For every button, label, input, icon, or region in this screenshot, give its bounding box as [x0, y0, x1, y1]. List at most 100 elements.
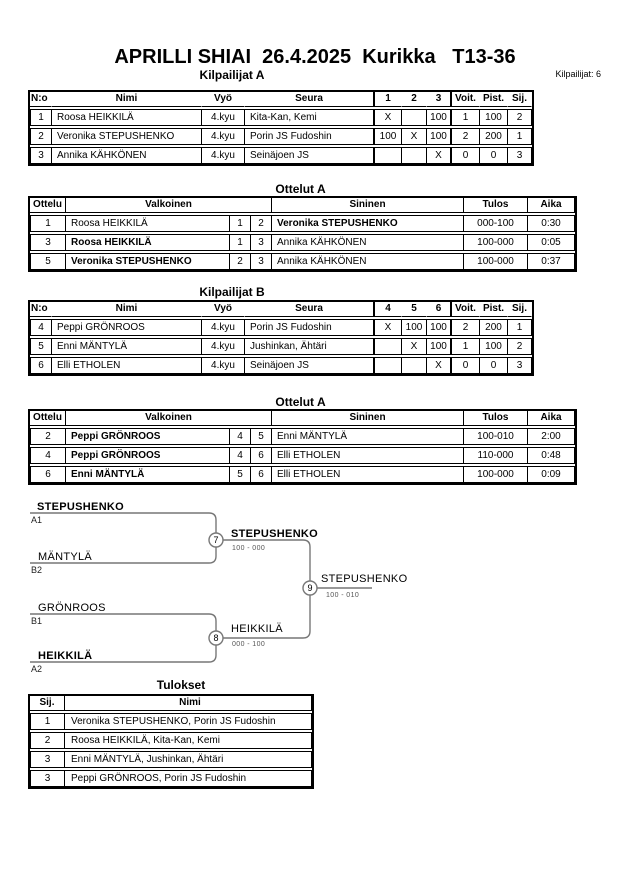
- header-cell: 4: [375, 302, 402, 317]
- section-title-pool-b: Kilpailijat B: [199, 285, 265, 299]
- table-row: 5 Enni MÄNTYLÄ 4.kyu Jushinkan, Ähtäri X…: [30, 338, 532, 355]
- section-title-matches-b: Ottelut A: [275, 395, 326, 409]
- white-name-cell: Enni MÄNTYLÄ: [66, 466, 230, 483]
- header-cell: Tulos: [464, 198, 528, 213]
- bracket-seed: A2: [31, 664, 43, 674]
- points-cell: 200: [480, 319, 508, 336]
- wins-cell: 0: [452, 147, 480, 164]
- name-cell: Enni MÄNTYLÄ, Jushinkan, Ähtäri: [65, 751, 312, 768]
- wins-cell: 0: [452, 357, 480, 374]
- club-cell: Jushinkan, Ähtäri: [245, 338, 375, 355]
- round-cell: X: [402, 128, 427, 145]
- table-row: 6 Elli ETHOLEN 4.kyu Seinäjoen JS X 0 0 …: [30, 357, 532, 374]
- blue-name-cell: Elli ETHOLEN: [272, 466, 464, 483]
- no-cell: 5: [30, 338, 52, 355]
- header-cell: Ottelu: [30, 198, 66, 213]
- header-cell: Sininen: [272, 198, 464, 213]
- round-cell: X: [427, 357, 452, 374]
- matches-a-table: Ottelu Valkoinen Sininen Tulos Aika 1 Ro…: [28, 196, 577, 272]
- header-cell: Ottelu: [30, 411, 66, 426]
- blue-no-cell: 6: [251, 466, 272, 483]
- blue-name-cell: Annika KÄHKÖNEN: [272, 253, 464, 270]
- page-title: APRILLI SHIAI 26.4.2025 Kurikka T13-36: [114, 46, 516, 68]
- bracket-entry-name: STEPUSHENKO: [37, 501, 125, 513]
- competitor-count: Kilpailijat: 6: [555, 69, 601, 79]
- belt-cell: 4.kyu: [202, 147, 245, 164]
- points-cell: 0: [480, 357, 508, 374]
- header-cell: Nimi: [52, 302, 202, 317]
- name-cell: Peppi GRÖNROOS: [52, 319, 202, 336]
- round-cell: X: [427, 147, 452, 164]
- white-no-cell: 2: [230, 253, 251, 270]
- blue-name-cell: Veronika STEPUSHENKO: [272, 215, 464, 232]
- match-score: 100 - 000: [232, 545, 266, 552]
- place-cell: 1: [508, 319, 532, 336]
- no-cell: 3: [30, 147, 52, 164]
- header-cell: Sij.: [508, 302, 532, 317]
- round-cell: [375, 357, 402, 374]
- round-cell: [402, 357, 427, 374]
- result-cell: 000-100: [464, 215, 528, 232]
- name-cell: Peppi GRÖNROOS, Porin JS Fudoshin: [65, 770, 312, 787]
- header-cell: 3: [427, 92, 452, 107]
- white-no-cell: 4: [230, 447, 251, 464]
- table-header-row: N:o Nimi Vyö Seura 4 5 6 Voit. Pist. Sij…: [30, 302, 532, 317]
- section-title-pool-a: Kilpailijat A: [199, 68, 265, 82]
- points-cell: 100: [480, 109, 508, 126]
- place-cell: 3: [508, 147, 532, 164]
- belt-cell: 4.kyu: [202, 338, 245, 355]
- round-cell: [402, 109, 427, 126]
- no-cell: 4: [30, 319, 52, 336]
- white-name-cell: Roosa HEIKKILÄ: [66, 234, 230, 251]
- winner-name: STEPUSHENKO: [231, 528, 319, 540]
- time-cell: 0:05: [528, 234, 575, 251]
- blue-no-cell: 2: [251, 215, 272, 232]
- wins-cell: 1: [452, 109, 480, 126]
- result-cell: 100-000: [464, 253, 528, 270]
- white-name-cell: Roosa HEIKKILÄ: [66, 215, 230, 232]
- blue-no-cell: 3: [251, 234, 272, 251]
- match-no-cell: 2: [30, 428, 66, 445]
- belt-cell: 4.kyu: [202, 319, 245, 336]
- blue-name-cell: Annika KÄHKÖNEN: [272, 234, 464, 251]
- match-circle-number: 8: [213, 633, 219, 643]
- blue-no-cell: 3: [251, 253, 272, 270]
- table-header-row: Sij. Nimi: [30, 696, 312, 711]
- club-cell: Porin JS Fudoshin: [245, 319, 375, 336]
- match-no-cell: 1: [30, 215, 66, 232]
- header-cell: Seura: [245, 302, 375, 317]
- bracket-seed: A1: [31, 515, 43, 525]
- header-cell: Vyö: [202, 302, 245, 317]
- round-cell: 100: [375, 128, 402, 145]
- table-row: 4 Peppi GRÖNROOS 4.kyu Porin JS Fudoshin…: [30, 319, 532, 336]
- header-cell: 5: [402, 302, 427, 317]
- time-cell: 0:09: [528, 466, 575, 483]
- name-cell: Annika KÄHKÖNEN: [52, 147, 202, 164]
- white-no-cell: 5: [230, 466, 251, 483]
- match-no-cell: 3: [30, 234, 66, 251]
- table-row: 5 Veronika STEPUSHENKO 2 3 Annika KÄHKÖN…: [30, 253, 575, 270]
- no-cell: 2: [30, 128, 52, 145]
- table-header-row: Ottelu Valkoinen Sininen Tulos Aika: [30, 411, 575, 426]
- wins-cell: 2: [452, 128, 480, 145]
- round-cell: 100: [427, 109, 452, 126]
- white-no-cell: 1: [230, 215, 251, 232]
- header-cell: Voit.: [452, 92, 480, 107]
- round-cell: [375, 338, 402, 355]
- match-circle-number: 7: [213, 535, 219, 545]
- time-cell: 0:48: [528, 447, 575, 464]
- place-cell: 1: [508, 128, 532, 145]
- bracket-entry-name: GRÖNROOS: [38, 602, 106, 614]
- header-cell: 1: [375, 92, 402, 107]
- table-row: 3 Annika KÄHKÖNEN 4.kyu Seinäjoen JS X 0…: [30, 147, 532, 164]
- round-cell: X: [402, 338, 427, 355]
- header-cell: Nimi: [65, 696, 312, 711]
- round-cell: X: [375, 319, 402, 336]
- place-cell: 2: [30, 732, 65, 749]
- section-title-results: Tulokset: [156, 678, 206, 692]
- blue-no-cell: 5: [251, 428, 272, 445]
- round-cell: [402, 147, 427, 164]
- header-cell: Aika: [528, 198, 575, 213]
- matches-b-table: Ottelu Valkoinen Sininen Tulos Aika 2 Pe…: [28, 409, 577, 485]
- belt-cell: 4.kyu: [202, 357, 245, 374]
